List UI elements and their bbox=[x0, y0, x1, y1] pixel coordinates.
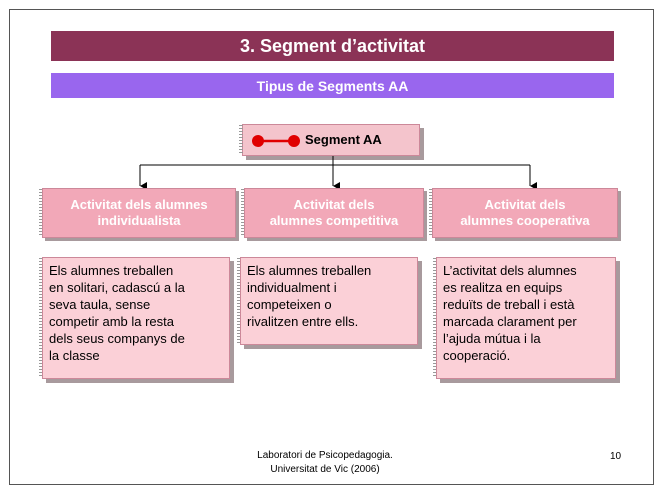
slide-title: 3. Segment d’activitat bbox=[51, 31, 614, 61]
description-line: Els alumnes treballen bbox=[49, 263, 174, 278]
slide-title-text: 3. Segment d’activitat bbox=[239, 35, 426, 56]
segment-stripe-decoration bbox=[239, 125, 243, 155]
description-line: cooperació. bbox=[443, 348, 511, 363]
segment-connector-icon bbox=[252, 135, 300, 147]
description-individualista: Els alumnes treballen en solitari, cadas… bbox=[39, 257, 230, 379]
description-competitiva: Els alumnes treballen individualment i c… bbox=[237, 257, 418, 345]
description-line: es realitza en equips bbox=[443, 280, 563, 295]
segment-aa-label: Segment AA bbox=[305, 132, 382, 147]
slide-subtitle: Tipus de Segments AA bbox=[51, 73, 614, 98]
page-number: 10 bbox=[610, 451, 622, 462]
description-cooperativa: L’activitat dels alumnes es realitza en … bbox=[433, 257, 616, 379]
description-line: competeixen o bbox=[247, 297, 332, 312]
category-title-line1: Activitat dels alumnes bbox=[70, 197, 208, 212]
description-line: competir amb la resta bbox=[49, 314, 174, 329]
description-line: reduïts de treball i està bbox=[443, 297, 575, 312]
description-line: rivalitzen entre ells. bbox=[247, 314, 359, 329]
category-cooperativa: Activitat dels alumnes cooperativa bbox=[429, 188, 618, 238]
description-line: marcada clarament per bbox=[443, 314, 577, 329]
description-line: dels seus companys de bbox=[49, 331, 185, 346]
segment-aa-box: Segment AA bbox=[239, 124, 420, 156]
category-title-line2: individualista bbox=[97, 213, 181, 228]
category-title-line2: alumnes cooperativa bbox=[460, 213, 590, 228]
footer-line1: Laboratori de Psicopedagogia. bbox=[257, 450, 393, 461]
slide-subtitle-text: Tipus de Segments AA bbox=[256, 77, 409, 94]
category-title-line1: Activitat dels bbox=[484, 197, 566, 212]
footer-line2: Universitat de Vic (2006) bbox=[270, 464, 380, 475]
description-line: l’ajuda mútua i la bbox=[443, 331, 541, 346]
description-line: L’activitat dels alumnes bbox=[443, 263, 577, 278]
category-competitiva: Activitat dels alumnes competitiva bbox=[241, 188, 424, 238]
description-line: individualment i bbox=[247, 280, 337, 295]
category-title-line1: Activitat dels bbox=[293, 197, 375, 212]
description-line: la classe bbox=[49, 348, 100, 363]
description-line: Els alumnes treballen bbox=[247, 263, 372, 278]
category-individualista: Activitat dels alumnes individualista bbox=[39, 188, 236, 238]
category-title-line2: alumnes competitiva bbox=[269, 213, 399, 228]
description-line: seva taula, sense bbox=[49, 297, 151, 312]
description-line: en solitari, cadascú a la bbox=[49, 280, 185, 295]
slide-footer: Laboratori de Psicopedagogia. Universita… bbox=[230, 449, 420, 477]
